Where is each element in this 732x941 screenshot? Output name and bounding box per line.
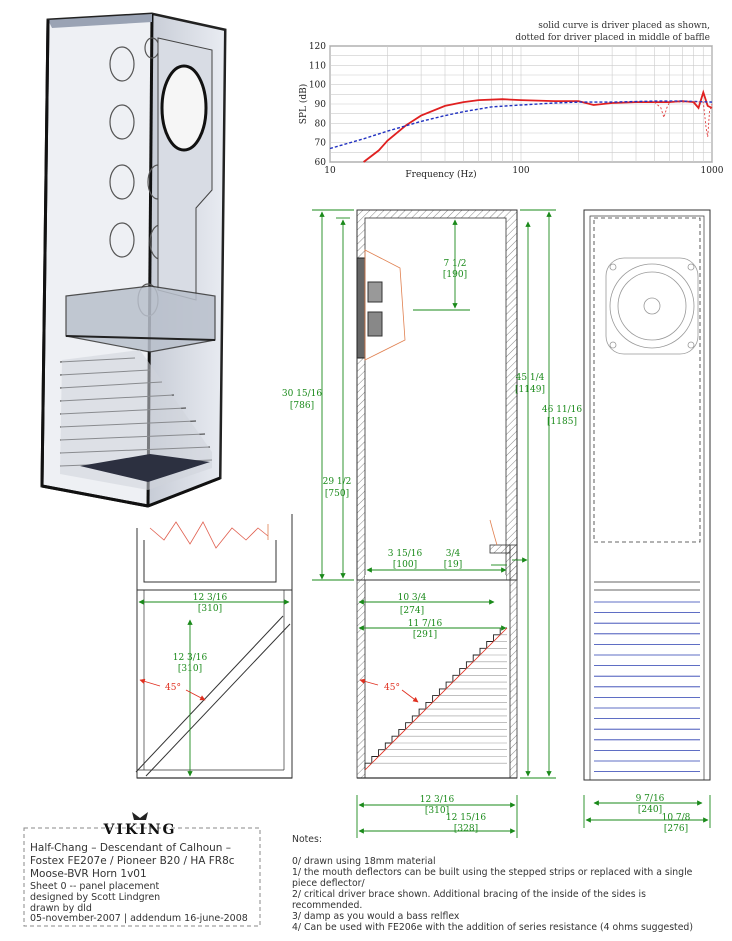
note-line-0: 0/ drawn using 18mm material [292, 856, 436, 867]
angle-label-left: 45° [165, 683, 181, 693]
dim-10-7-8: 10 7/8 [662, 813, 691, 823]
title-line-5: designed by Scott Lindgren [30, 892, 160, 903]
y-tick-label: 90 [315, 100, 327, 110]
dimension-lines [138, 209, 711, 838]
viking-logo: VIKING [103, 812, 177, 838]
dim-11-7-16-mm: [291] [413, 630, 437, 640]
title-line-7: 05-november-2007 | addendum 16-june-2008 [30, 913, 248, 924]
chart-note-line-2: dotted for driver placed in middle of ba… [515, 33, 710, 43]
dim-46-11-16-mm: [1185] [547, 417, 577, 427]
dim-12-15-16-mm: [328] [454, 824, 478, 834]
note-line-6: 4/ Can be used with FE206e with the addi… [292, 922, 693, 933]
dim-10-3-4-mm: [274] [400, 606, 424, 616]
dim-45-1-4-mm: [1149] [515, 385, 545, 395]
note-line-3: 2/ critical driver brace shown. Addition… [292, 889, 646, 900]
dim-3-15-16: 3 15/16 [388, 549, 423, 559]
driver-front [605, 257, 699, 355]
y-tick-label: 60 [315, 158, 327, 168]
front-view [583, 209, 711, 781]
x-tick-label: 10 [324, 166, 336, 176]
chart-note-line-1: solid curve is driver placed as shown, [538, 21, 710, 31]
y-tick-label: 100 [309, 81, 326, 91]
dim-46-11-16: 46 11/16 [542, 405, 583, 415]
dim-left-12-3-16-top: 12 3/16 [193, 593, 228, 603]
dim-3-4-mm: [19] [444, 560, 462, 570]
angle-markers [139, 678, 419, 703]
dim-10-7-8-mm: [276] [664, 824, 688, 834]
stepped-deflector-strips [364, 627, 507, 770]
dim-7-1-2: 7 1/2 [443, 259, 466, 269]
dim-12-3-16-mm: [310] [425, 806, 449, 816]
note-line-2: piece deflector/ [292, 878, 365, 889]
dim-9-7-16: 9 7/16 [636, 794, 665, 804]
dim-left-12-3-16-vert: 12 3/16 [173, 653, 208, 663]
side-section-view [356, 209, 518, 779]
note-line-4: recommended. [292, 900, 362, 911]
angle-label-mid: 45° [384, 683, 400, 693]
dim-7-1-2-mm: [190] [443, 270, 467, 280]
x-axis-label: Frequency (Hz) [405, 169, 476, 180]
dim-29-1-2-mm: [750] [325, 489, 349, 499]
y-tick-label: 80 [315, 119, 327, 129]
chart-series-line-dotted [329, 100, 713, 150]
y-tick-label: 110 [309, 61, 326, 71]
dim-11-7-16: 11 7/16 [408, 619, 443, 629]
viking-logo-text: VIKING [103, 822, 177, 838]
dim-3-15-16-mm: [100] [393, 560, 417, 570]
driver-section [356, 249, 406, 361]
dimension-labels: 30 15/16 [786] 29 1/2 [750] 7 1/2 [190] … [165, 259, 691, 834]
dim-left-12-3-16-top-mm: [310] [198, 604, 222, 614]
x-tick-label: 1000 [701, 166, 724, 176]
title-line-2: Fostex FE207e / Pioneer B20 / HA FR8c [30, 855, 235, 867]
chart-note: solid curve is driver placed as shown, d… [515, 21, 710, 43]
dim-3-4: 3/4 [446, 549, 461, 559]
y-tick-label: 70 [315, 139, 327, 149]
note-line-5: 3/ damp as you would a bass relflex [292, 911, 460, 922]
title-block: VIKING Half-Chang – Descendant of Calhou… [23, 812, 261, 927]
plan-section-view [135, 514, 293, 779]
dim-30-15-16: 30 15/16 [282, 389, 323, 399]
notes: Notes: 0/ drawn using 18mm material 1/ t… [292, 834, 693, 933]
dim-30-15-16-mm: [786] [290, 401, 314, 411]
x-tick-label: 100 [512, 166, 529, 176]
title-line-3: Moose-BVR Horn 1v01 [30, 868, 147, 880]
cabinet-3d-render [40, 12, 227, 508]
title-line-1: Half-Chang – Descendant of Calhoun – [30, 842, 231, 854]
dim-left-12-3-16-vert-mm: [310] [178, 664, 202, 674]
dim-10-3-4: 10 3/4 [398, 593, 427, 603]
dim-45-1-4: 45 1/4 [516, 373, 545, 383]
y-tick-label: 120 [309, 42, 326, 52]
chart-series-line-solid [363, 89, 713, 163]
y-axis-label: SPL (dB) [298, 84, 309, 124]
dim-29-1-2: 29 1/2 [323, 477, 352, 487]
chart-series-line-dashed [654, 101, 713, 137]
title-line-6: drawn by dld [30, 903, 92, 914]
note-line-1: 1/ the mouth deflectors can be built usi… [292, 867, 693, 878]
dim-12-3-16: 12 3/16 [420, 795, 455, 805]
dim-12-15-16: 12 15/16 [446, 813, 487, 823]
title-line-4: Sheet 0 -- panel placement [30, 881, 159, 892]
notes-heading: Notes: [292, 834, 322, 845]
dim-9-7-16-mm: [240] [638, 805, 662, 815]
